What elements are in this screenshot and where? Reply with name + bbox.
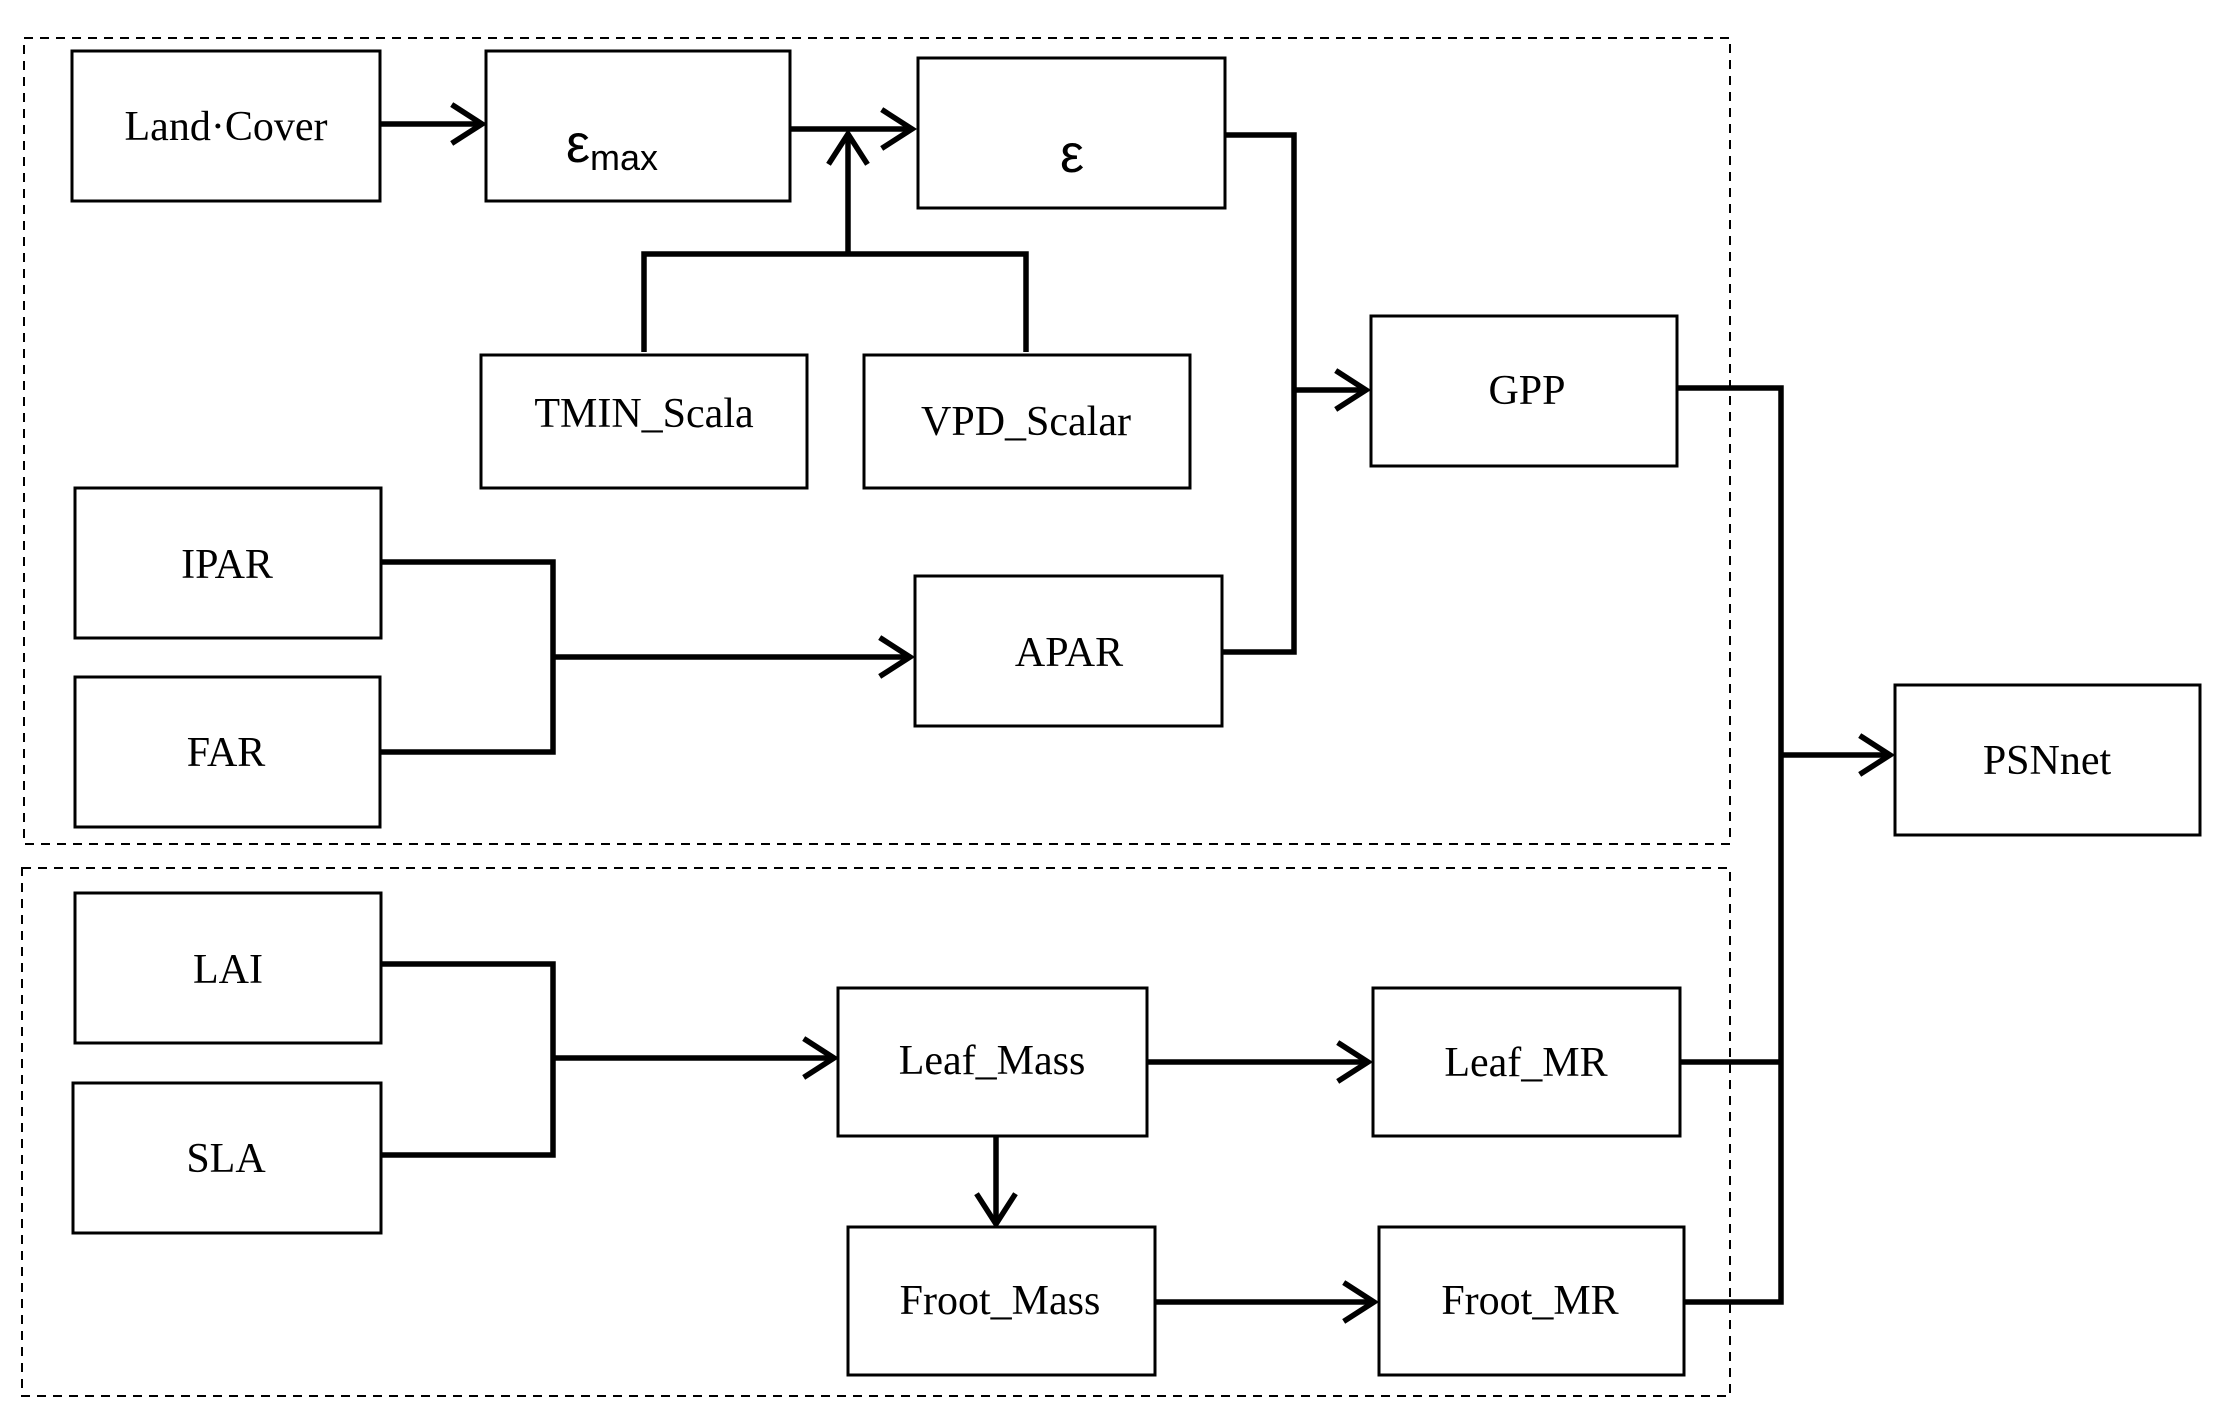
edge-epsilon-to-gpp-bus — [1222, 132, 1297, 655]
edge-tmin-up — [641, 251, 1029, 352]
node-vpd-scalar-label: VPD_Scalar — [921, 399, 1131, 445]
node-sla-label: SLA — [186, 1136, 266, 1182]
node-lai-label: LAI — [193, 947, 263, 993]
edge-ipar-far-bus — [380, 559, 556, 755]
node-froot-mass: Froot_Mass — [846, 1225, 1157, 1377]
node-tmin-scala-label: TMIN_Scala — [534, 391, 754, 437]
node-froot-mr-label: Froot_MR — [1441, 1278, 1618, 1324]
node-ipar: IPAR — [73, 486, 383, 640]
arrowhead-frootmass — [974, 1192, 1018, 1230]
node-far-label: FAR — [187, 730, 266, 776]
epsilon-max-subscript: max — [590, 137, 658, 178]
arrowhead-psnnet — [1858, 733, 1896, 777]
node-gpp-label: GPP — [1488, 368, 1565, 414]
node-ipar-label: IPAR — [181, 542, 273, 588]
node-leaf-mass: Leaf_Mass — [836, 986, 1149, 1138]
edge-lai-sla-bus — [381, 961, 556, 1158]
node-land-cover-label: Land·Cover — [125, 104, 328, 150]
respiration-group-box — [21, 867, 1731, 1397]
node-epsilon-max-label: εmax — [566, 114, 658, 178]
gpp-group-box — [23, 37, 1731, 845]
arrowhead-gpp — [1334, 368, 1372, 412]
node-tmin-scala: TMIN_Scala — [479, 353, 809, 490]
node-psnnet-label: PSNnet — [1983, 738, 2112, 784]
node-epsilon: ε — [916, 56, 1227, 210]
node-gpp: GPP — [1369, 314, 1679, 468]
node-epsilon-max: εmax — [484, 49, 792, 203]
node-froot-mr: Froot_MR — [1377, 1225, 1686, 1377]
node-apar-label: APAR — [1015, 630, 1123, 676]
arrowhead-frootmr — [1342, 1280, 1380, 1324]
node-apar: APAR — [913, 574, 1224, 728]
node-froot-mass-label: Froot_Mass — [900, 1278, 1101, 1324]
arrowhead-leafmass — [802, 1036, 840, 1080]
arrowhead-leafmr — [1336, 1040, 1374, 1084]
connectors — [380, 102, 1896, 1324]
edge-gpp-to-psn-bus — [1677, 385, 1784, 1305]
node-epsilon-label: ε — [1060, 124, 1084, 184]
node-vpd-scalar: VPD_Scalar — [862, 353, 1192, 490]
epsilon-max-symbol: ε — [566, 114, 590, 174]
arrowhead-scalars — [826, 128, 870, 166]
node-sla: SLA — [71, 1081, 383, 1235]
node-far: FAR — [73, 675, 382, 829]
node-psnnet: PSNnet — [1893, 683, 2202, 837]
arrowhead-epsilon — [880, 107, 918, 151]
node-leaf-mr: Leaf_MR — [1371, 986, 1682, 1138]
node-leaf-mr-label: Leaf_MR — [1444, 1040, 1607, 1086]
node-land-cover: Land·Cover — [70, 49, 382, 203]
node-leaf-mass-label: Leaf_Mass — [899, 1038, 1086, 1084]
node-lai: LAI — [73, 891, 383, 1045]
arrowhead-apar — [878, 635, 916, 679]
arrowhead-emax — [450, 102, 488, 146]
